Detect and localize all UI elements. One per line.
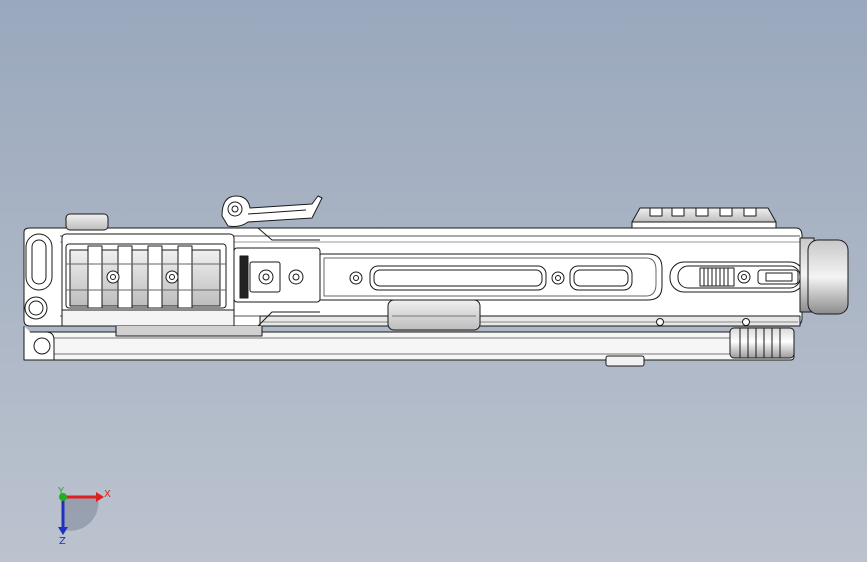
x-arrow-head (96, 492, 104, 502)
left-rail-block (61, 233, 263, 337)
lower-tab (605, 355, 645, 367)
y-axis-dot (59, 493, 67, 501)
z-arrow-head (58, 527, 68, 535)
screw-2 (742, 318, 750, 326)
x-axis-label: X (104, 489, 111, 500)
gun-assembly[interactable] (23, 195, 849, 367)
triad-shadow (64, 498, 99, 531)
slot-panel (319, 253, 663, 301)
z-axis-label: Z (59, 536, 66, 547)
slider-window (669, 261, 805, 293)
top-rail-right (631, 207, 777, 229)
rear-end (23, 233, 55, 361)
muzzle (799, 237, 849, 315)
top-knob (65, 213, 109, 231)
lower-barrel (23, 327, 795, 361)
screw-1 (656, 318, 664, 326)
y-axis-label: Y (57, 486, 65, 497)
hinge-block (233, 247, 321, 303)
grip-tab (387, 299, 481, 331)
top-lever (221, 195, 323, 227)
axis-triad: X Z Y (57, 486, 111, 547)
